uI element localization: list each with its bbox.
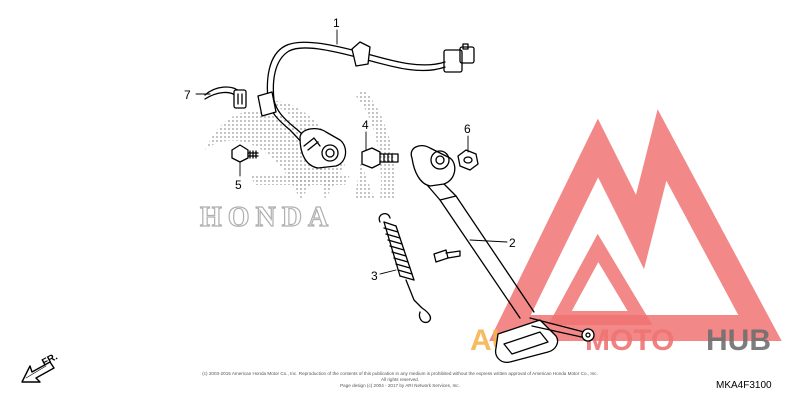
callout-6: 6 (464, 122, 471, 136)
automotohub-logo-mark (489, 109, 782, 341)
automotohub-wordmark: AUTO MOTO HUB (470, 324, 771, 357)
leader-lines (195, 29, 508, 275)
copyright-notice: (c) 2003-2015 American Honda Motor Co., … (200, 371, 600, 389)
front-direction-arrow (21, 361, 55, 383)
part-1-side-stand-switch (257, 41, 475, 169)
brand-moto-text: MOTO (585, 324, 674, 357)
part-3-spring (378, 212, 432, 324)
brand-hub-text: HUB (706, 324, 771, 357)
copyright-line-1: (c) 2003-2015 American Honda Motor Co., … (202, 371, 598, 382)
copyright-line-2: Page design (c) 2004 - 2017 by ARI Netwo… (340, 383, 460, 388)
honda-wing-watermark (205, 90, 396, 200)
part-2-side-stand (410, 144, 595, 363)
part-5-bolt (231, 144, 259, 163)
callout-3: 3 (371, 269, 378, 283)
front-direction-label: FR. (40, 351, 60, 368)
callout-5: 5 (235, 178, 242, 192)
part-4-pivot-bolt (361, 147, 399, 169)
callout-4: 4 (362, 118, 369, 132)
honda-watermark-text: HONDA (200, 202, 334, 233)
callout-7: 7 (184, 88, 191, 102)
callout-1: 1 (333, 16, 340, 30)
part-6-nut (457, 149, 479, 171)
diagram-code: MKA4F3100 (716, 380, 772, 391)
part-7-band-clip (204, 86, 247, 109)
callout-2: 2 (509, 236, 516, 250)
